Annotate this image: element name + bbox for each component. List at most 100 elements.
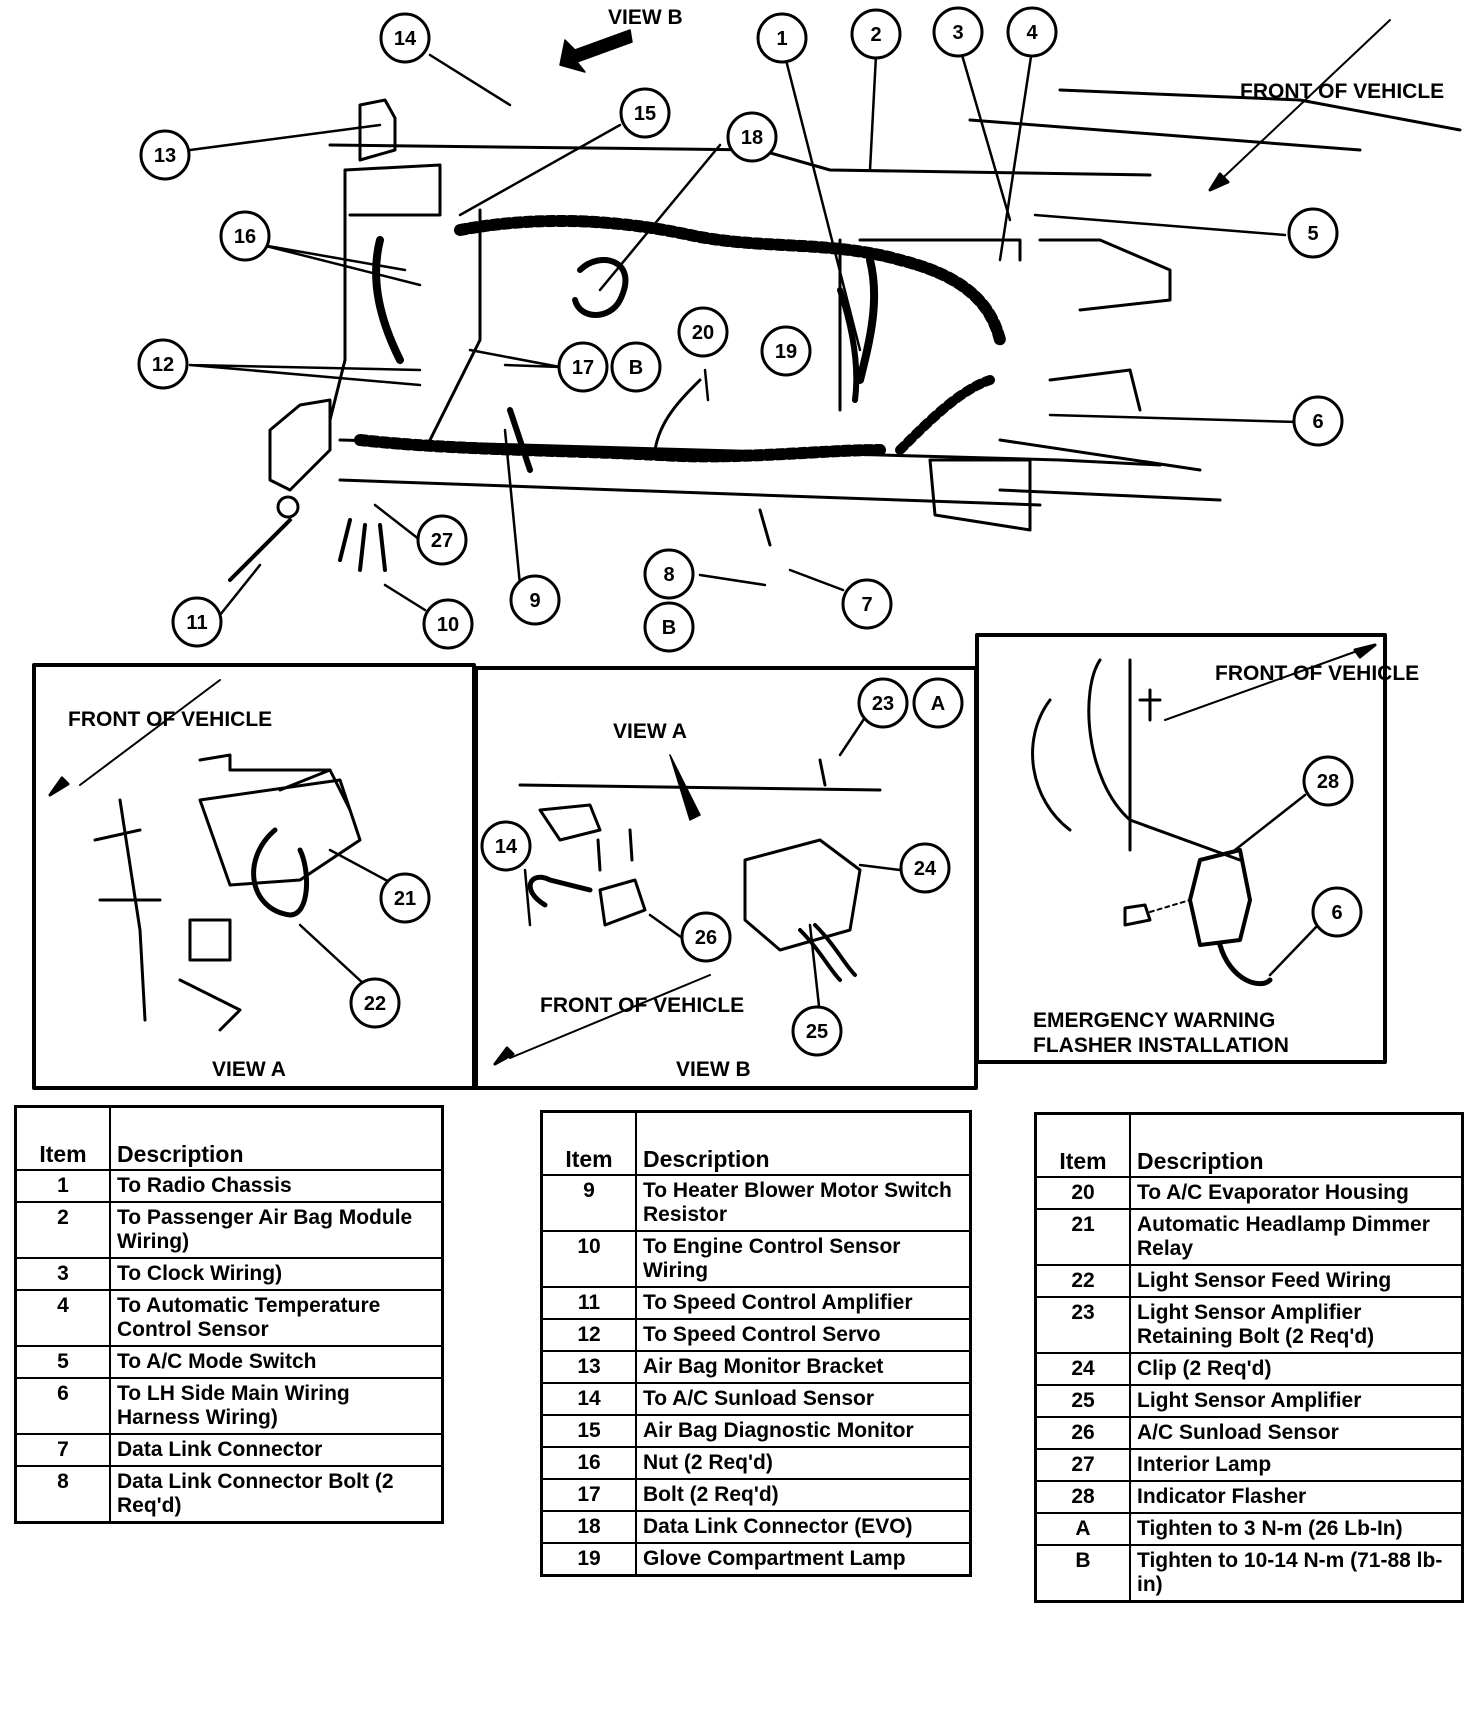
callout-9: 9 bbox=[509, 574, 561, 626]
callout-19: 19 bbox=[760, 325, 812, 377]
diagram-labels: VIEW B FRONT OF VEHICLE FRONT OF VEHICLE… bbox=[68, 6, 1444, 1081]
item-number: 5 bbox=[14, 1345, 111, 1379]
callout-13: 13 bbox=[139, 129, 191, 181]
svg-text:6: 6 bbox=[1331, 902, 1342, 924]
callout-1: 1 bbox=[756, 12, 808, 64]
svg-text:11: 11 bbox=[186, 612, 207, 634]
svg-text:A: A bbox=[931, 693, 945, 715]
table-header-description: Description bbox=[635, 1110, 972, 1176]
svg-text:1: 1 bbox=[776, 28, 787, 50]
svg-text:4: 4 bbox=[1026, 22, 1038, 44]
left-panel-drawing bbox=[268, 398, 332, 492]
callout-14: 14 bbox=[379, 12, 431, 64]
item-description: To A/C Sunload Sensor bbox=[635, 1382, 972, 1416]
front-of-vehicle-view-b: FRONT OF VEHICLE bbox=[540, 994, 744, 1017]
item-description: Automatic Headlamp Dimmer Relay bbox=[1129, 1208, 1464, 1266]
callout-21: 21 bbox=[379, 872, 431, 924]
callout-letter-b-lower: B bbox=[643, 601, 695, 653]
item-number: 26 bbox=[1034, 1416, 1131, 1450]
item-description: To A/C Evaporator Housing bbox=[1129, 1176, 1464, 1210]
svg-text:B: B bbox=[662, 617, 676, 639]
svg-text:20: 20 bbox=[692, 322, 714, 344]
item-description: Tighten to 3 N-m (26 Lb-In) bbox=[1129, 1512, 1464, 1546]
callout-18: 18 bbox=[726, 111, 778, 163]
item-number: 24 bbox=[1034, 1352, 1131, 1386]
front-of-vehicle-view-a: FRONT OF VEHICLE bbox=[68, 708, 272, 731]
callout-letter-a: A bbox=[912, 677, 964, 729]
item-number: 28 bbox=[1034, 1480, 1131, 1514]
item-description: To Radio Chassis bbox=[109, 1169, 444, 1203]
item-description: Tighten to 10-14 N-m (71-88 lb-in) bbox=[1129, 1544, 1464, 1603]
item-number: 23 bbox=[1034, 1296, 1131, 1354]
item-number: 3 bbox=[14, 1257, 111, 1291]
item-description: Interior Lamp bbox=[1129, 1448, 1464, 1482]
callout-11: 11 bbox=[171, 596, 223, 648]
callout-23: 23 bbox=[857, 677, 909, 729]
item-description: Light Sensor Feed Wiring bbox=[1129, 1264, 1464, 1298]
item-description: To Automatic Temperature Control Sensor bbox=[109, 1289, 444, 1347]
callout-16: 16 bbox=[219, 210, 271, 262]
callout-28: 28 bbox=[1302, 755, 1354, 807]
svg-text:25: 25 bbox=[806, 1021, 828, 1043]
svg-text:14: 14 bbox=[394, 28, 417, 50]
callout-22: 22 bbox=[349, 977, 401, 1029]
item-number: 7 bbox=[14, 1433, 111, 1467]
svg-text:3: 3 bbox=[952, 22, 963, 44]
item-description: Data Link Connector (EVO) bbox=[635, 1510, 972, 1544]
item-description: Data Link Connector bbox=[109, 1433, 444, 1467]
callout-letter-b-main: B bbox=[610, 341, 662, 393]
callout-14-view-b: 14 bbox=[480, 820, 532, 872]
callout-6: 6 bbox=[1292, 395, 1344, 447]
callout-4: 4 bbox=[1006, 6, 1058, 58]
callout-markers: 14 13 15 18 16 12 17 B 20 19 1 2 3 4 5 6… bbox=[137, 6, 1363, 1057]
table-header-item: Item bbox=[14, 1105, 111, 1171]
svg-text:9: 9 bbox=[529, 590, 540, 612]
table-header-description: Description bbox=[109, 1105, 444, 1171]
callout-2: 2 bbox=[850, 8, 902, 60]
item-number: 13 bbox=[540, 1350, 637, 1384]
item-description: To A/C Mode Switch bbox=[109, 1345, 444, 1379]
item-number: 22 bbox=[1034, 1264, 1131, 1298]
flasher-caption-line1: EMERGENCY WARNING bbox=[1033, 1009, 1275, 1032]
svg-text:23: 23 bbox=[872, 693, 894, 715]
svg-text:10: 10 bbox=[437, 614, 459, 636]
item-description: To Engine Control Sensor Wiring bbox=[635, 1230, 972, 1288]
callout-15: 15 bbox=[619, 87, 671, 139]
item-number: A bbox=[1034, 1512, 1131, 1546]
item-number: 12 bbox=[540, 1318, 637, 1352]
item-number: 10 bbox=[540, 1230, 637, 1288]
data-link-bracket-drawing bbox=[928, 458, 1032, 532]
callout-25: 25 bbox=[791, 1005, 843, 1057]
view-a-caption: VIEW A bbox=[212, 1058, 286, 1081]
item-number: 17 bbox=[540, 1478, 637, 1512]
svg-text:2: 2 bbox=[870, 24, 881, 46]
callout-6-flasher: 6 bbox=[1311, 886, 1363, 938]
item-number: B bbox=[1034, 1544, 1131, 1603]
callout-24: 24 bbox=[899, 842, 951, 894]
callout-7: 7 bbox=[841, 578, 893, 630]
item-description: Air Bag Monitor Bracket bbox=[635, 1350, 972, 1384]
item-number: 25 bbox=[1034, 1384, 1131, 1418]
item-number: 20 bbox=[1034, 1176, 1131, 1210]
svg-text:18: 18 bbox=[741, 127, 763, 149]
